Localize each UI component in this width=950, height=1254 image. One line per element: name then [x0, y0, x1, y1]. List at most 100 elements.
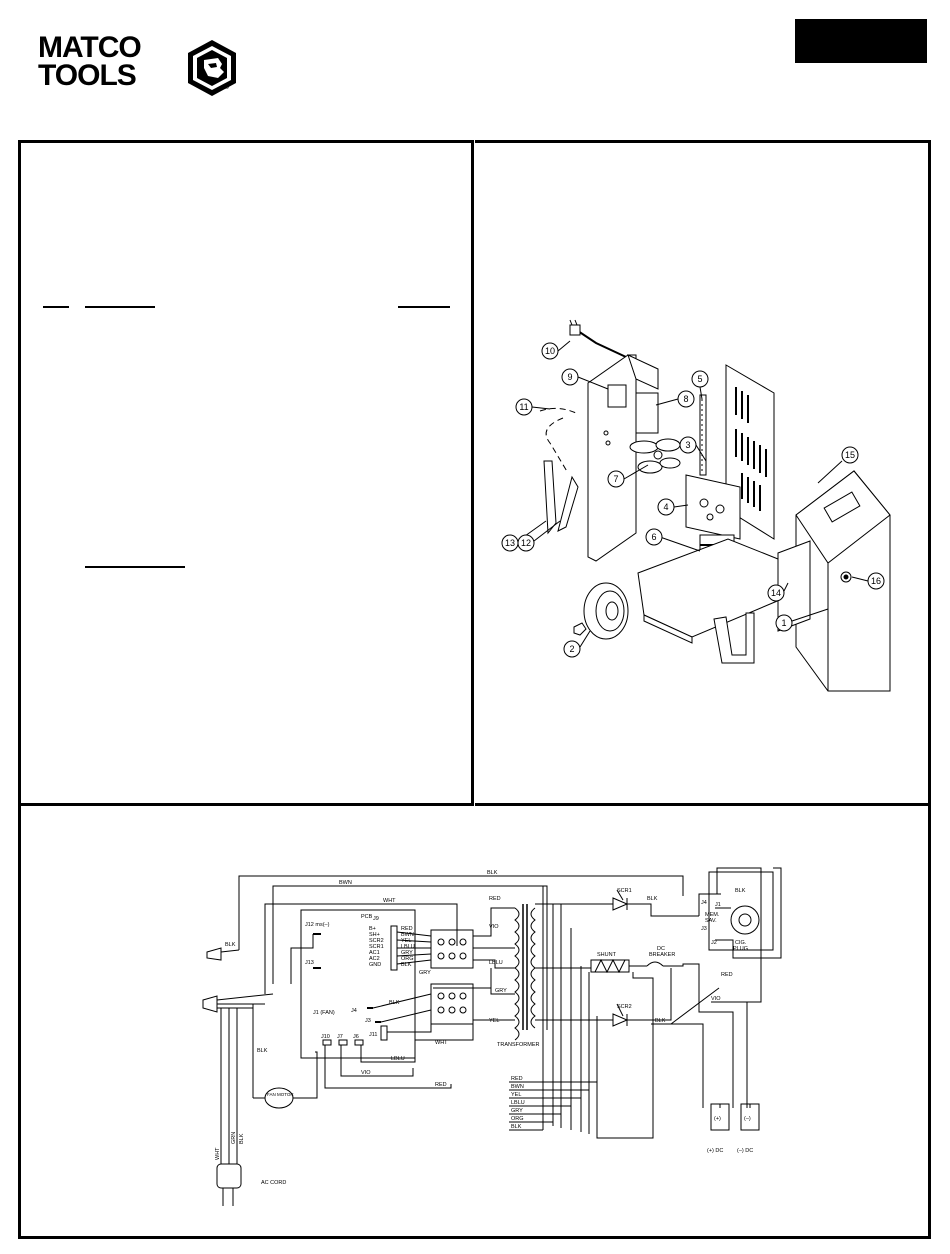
- callout-3: [679, 436, 707, 462]
- label-j10: J10: [321, 1034, 330, 1040]
- label-j13: J13: [305, 960, 314, 966]
- label-neg-symbol: (–): [744, 1116, 751, 1122]
- callout-4: [657, 498, 689, 516]
- label-dc: DC: [657, 946, 665, 952]
- label-cig: CIG.: [735, 940, 747, 946]
- label-j9-pin-b-plus: B+: [369, 926, 376, 932]
- label-j9-pin-ac1: AC1: [369, 950, 380, 956]
- registered-mark: ®: [224, 84, 230, 91]
- label-mem-j2: J2: [711, 940, 717, 946]
- label-ac-cord: AC CORD: [261, 1180, 286, 1186]
- label-j3: J3: [365, 1018, 371, 1024]
- callout-6-label: 6: [651, 532, 656, 542]
- matco-tools-logo: MATCO TOOLS ®: [38, 31, 248, 100]
- parts-list-panel: [18, 140, 474, 806]
- label-fan-motor: FAN MOTOR: [267, 1092, 294, 1097]
- callout-9-label: 9: [567, 372, 572, 382]
- callout-2-label: 2: [569, 644, 574, 654]
- label-lblu-lower: LBLU: [391, 1056, 405, 1062]
- label-cord-wht: WHT: [215, 1147, 221, 1160]
- callout-2: [563, 630, 591, 658]
- label-bundle-yel: YEL: [511, 1092, 521, 1098]
- label-j12: J12 ms(–): [305, 922, 330, 928]
- label-bundle-org: ORG: [511, 1116, 524, 1122]
- callout-7-label: 7: [613, 474, 618, 484]
- callout-1: [775, 608, 829, 632]
- label-red-right: RED: [721, 972, 733, 978]
- label-transformer: TRANSFORMER: [497, 1042, 540, 1048]
- callout-9: [561, 368, 609, 390]
- callout-12: [517, 520, 561, 552]
- callout-10: [541, 340, 571, 360]
- label-vio-right: VIO: [711, 996, 721, 1002]
- callout-14: [767, 582, 789, 602]
- label-blk: BLK: [389, 1000, 400, 1006]
- label-j9-pin-scr1: SCR1: [369, 944, 384, 950]
- callout-11: [515, 398, 551, 416]
- callout-16-label: 16: [871, 576, 881, 586]
- label-j6: J6: [353, 1034, 359, 1040]
- label-pos-symbol: (+): [714, 1116, 721, 1122]
- label-j9-wire-gry: GRY: [401, 950, 413, 956]
- callout-12-label: 12: [521, 538, 531, 548]
- callout-13-label: 13: [505, 538, 515, 548]
- label-j9-wire-yel: YEL: [401, 938, 411, 944]
- label-j7: J7: [337, 1034, 343, 1040]
- label-mem-j4: J4: [701, 900, 707, 906]
- exploded-parts-drawing: 10 9 11 8 5 3 7 15 4 13 12 6 16 14 1 2: [501, 319, 891, 692]
- label-blk-plug: BLK: [225, 942, 236, 948]
- label-sav: SAV.: [705, 918, 717, 924]
- label-j9: J9: [373, 916, 379, 922]
- label-pos-dc: (+) DC: [707, 1148, 723, 1154]
- label-j9-wire-org: ORG: [401, 956, 414, 962]
- label-bundle-gry: GRY: [511, 1108, 523, 1114]
- label-j4: J4: [351, 1008, 357, 1014]
- label-plug: PLUG: [733, 946, 748, 952]
- label-vio-lower: VIO: [361, 1070, 371, 1076]
- column-rule-description: [85, 306, 155, 308]
- callout-4-label: 4: [663, 502, 668, 512]
- callout-3-label: 3: [685, 440, 690, 450]
- label-scr1: SCR1: [617, 888, 632, 894]
- label-yel: YEL: [489, 1018, 499, 1024]
- label-mem-j3: J3: [701, 926, 707, 932]
- callout-10-label: 10: [545, 346, 555, 356]
- label-j9-pin-ac2: AC2: [369, 956, 380, 962]
- section-rule: [85, 566, 185, 568]
- label-mem-j1: J1: [715, 902, 721, 908]
- label-bundle-lblu: LBLU: [511, 1100, 525, 1106]
- brand-line-2: TOOLS: [38, 59, 137, 92]
- label-wht: WHT: [383, 898, 396, 904]
- wiring-diagram-panel: [18, 805, 931, 1239]
- brand-line-1: MATCO: [38, 31, 142, 64]
- label-neg-dc: (–) DC: [737, 1148, 753, 1154]
- callout-15-label: 15: [845, 450, 855, 460]
- label-cord-blk: BLK: [239, 1133, 245, 1144]
- exploded-view-panel: [475, 140, 931, 806]
- label-j11: J11: [369, 1032, 377, 1038]
- label-mem: MEM.: [705, 912, 720, 918]
- callout-11-label: 11: [519, 402, 528, 412]
- callout-1-label: 1: [781, 618, 786, 628]
- header-black-tab: [795, 19, 927, 63]
- label-red-lower: RED: [435, 1082, 447, 1088]
- callout-16: [851, 572, 885, 590]
- callout-5: [691, 370, 709, 400]
- matco-hex-fist-logo-icon: [188, 40, 236, 96]
- label-cord-grn: GRN: [231, 1132, 237, 1144]
- callout-8: [655, 390, 695, 408]
- label-j9-pin-scr2: SCR2: [369, 938, 384, 944]
- wiring-schematic: BLK BWN WHT PCB J12 ms(–) J13 J9 B+ SH+ …: [202, 867, 782, 1206]
- callout-8-label: 8: [683, 394, 688, 404]
- label-red: RED: [489, 896, 501, 902]
- callout-5-label: 5: [697, 374, 702, 384]
- label-blk-mem: BLK: [735, 888, 746, 894]
- column-rule-part-number: [398, 306, 450, 308]
- label-blk-fan: BLK: [257, 1048, 268, 1054]
- label-j9-wire-red: RED: [401, 926, 413, 932]
- label-j9-wire-lblu: LBLU: [401, 944, 415, 950]
- label-bundle-bwn: BWN: [511, 1084, 524, 1090]
- label-pcb: PCB: [361, 914, 373, 920]
- label-blk-scr2: BLK: [655, 1018, 666, 1024]
- label-blk-top: BLK: [487, 870, 498, 876]
